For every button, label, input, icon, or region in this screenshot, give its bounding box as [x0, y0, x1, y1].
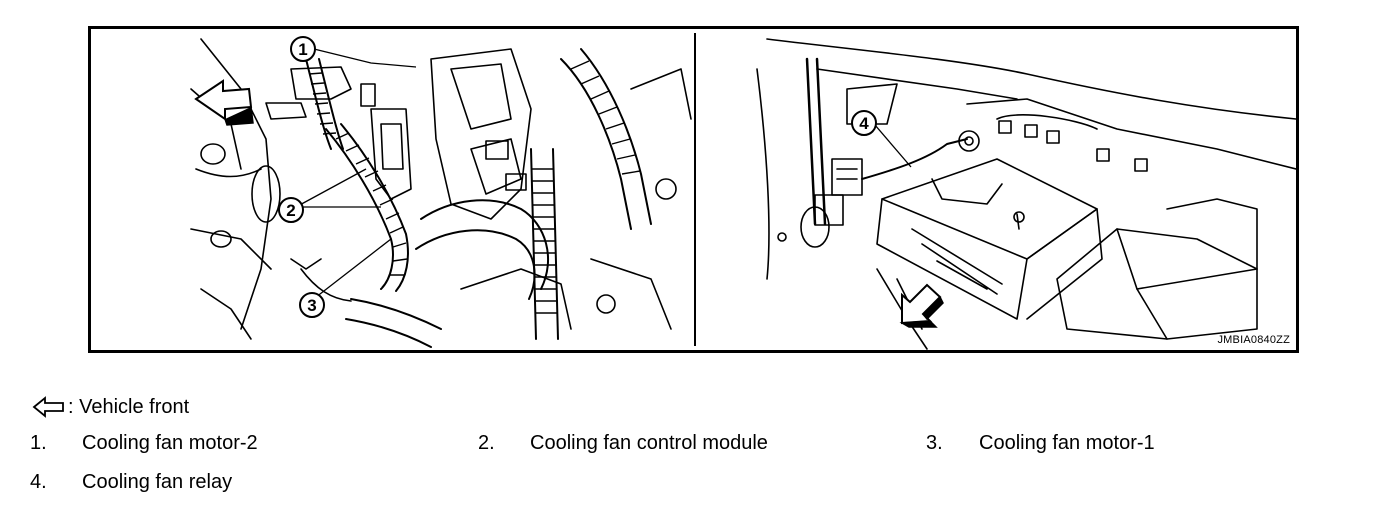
legend-number-4: 4. — [30, 471, 47, 493]
legend-number-2: 2. — [478, 432, 495, 454]
legend-label-4: Cooling fan relay — [82, 471, 233, 493]
legend-number-3: 3. — [926, 432, 943, 454]
svg-text:1: 1 — [298, 40, 307, 59]
front-arrow-icon — [32, 396, 64, 418]
figure-code: JMBIA0840ZZ — [1217, 334, 1290, 346]
right-engine-illustration: 4 — [756, 38, 1296, 350]
legend-label-3: Cooling fan motor-1 — [979, 432, 1155, 454]
left-engine-illustration: 1 2 3 — [190, 36, 692, 348]
right-engine-view: 4 JMBIA0840ZZ — [697, 29, 1296, 350]
front-arrow-icon — [194, 79, 254, 126]
panel-divider — [694, 33, 696, 346]
callout-3: 3 — [299, 292, 325, 318]
legend-front-text: : Vehicle front — [68, 395, 190, 418]
legend-label-2: Cooling fan control module — [530, 432, 768, 454]
svg-text:3: 3 — [307, 296, 316, 315]
front-arrow-icon — [899, 283, 944, 328]
legend-label-1: Cooling fan motor-2 — [82, 432, 258, 454]
svg-text:4: 4 — [859, 114, 869, 133]
callout-4: 4 — [851, 110, 877, 136]
svg-text:2: 2 — [286, 201, 295, 220]
left-engine-view: 1 2 3 — [91, 29, 694, 350]
legend-vehicle-front: : Vehicle front — [32, 394, 189, 420]
component-location-figure: 1 2 3 — [88, 26, 1299, 353]
callout-1: 1 — [290, 36, 316, 62]
legend-number-1: 1. — [30, 432, 47, 454]
callout-2: 2 — [278, 197, 304, 223]
